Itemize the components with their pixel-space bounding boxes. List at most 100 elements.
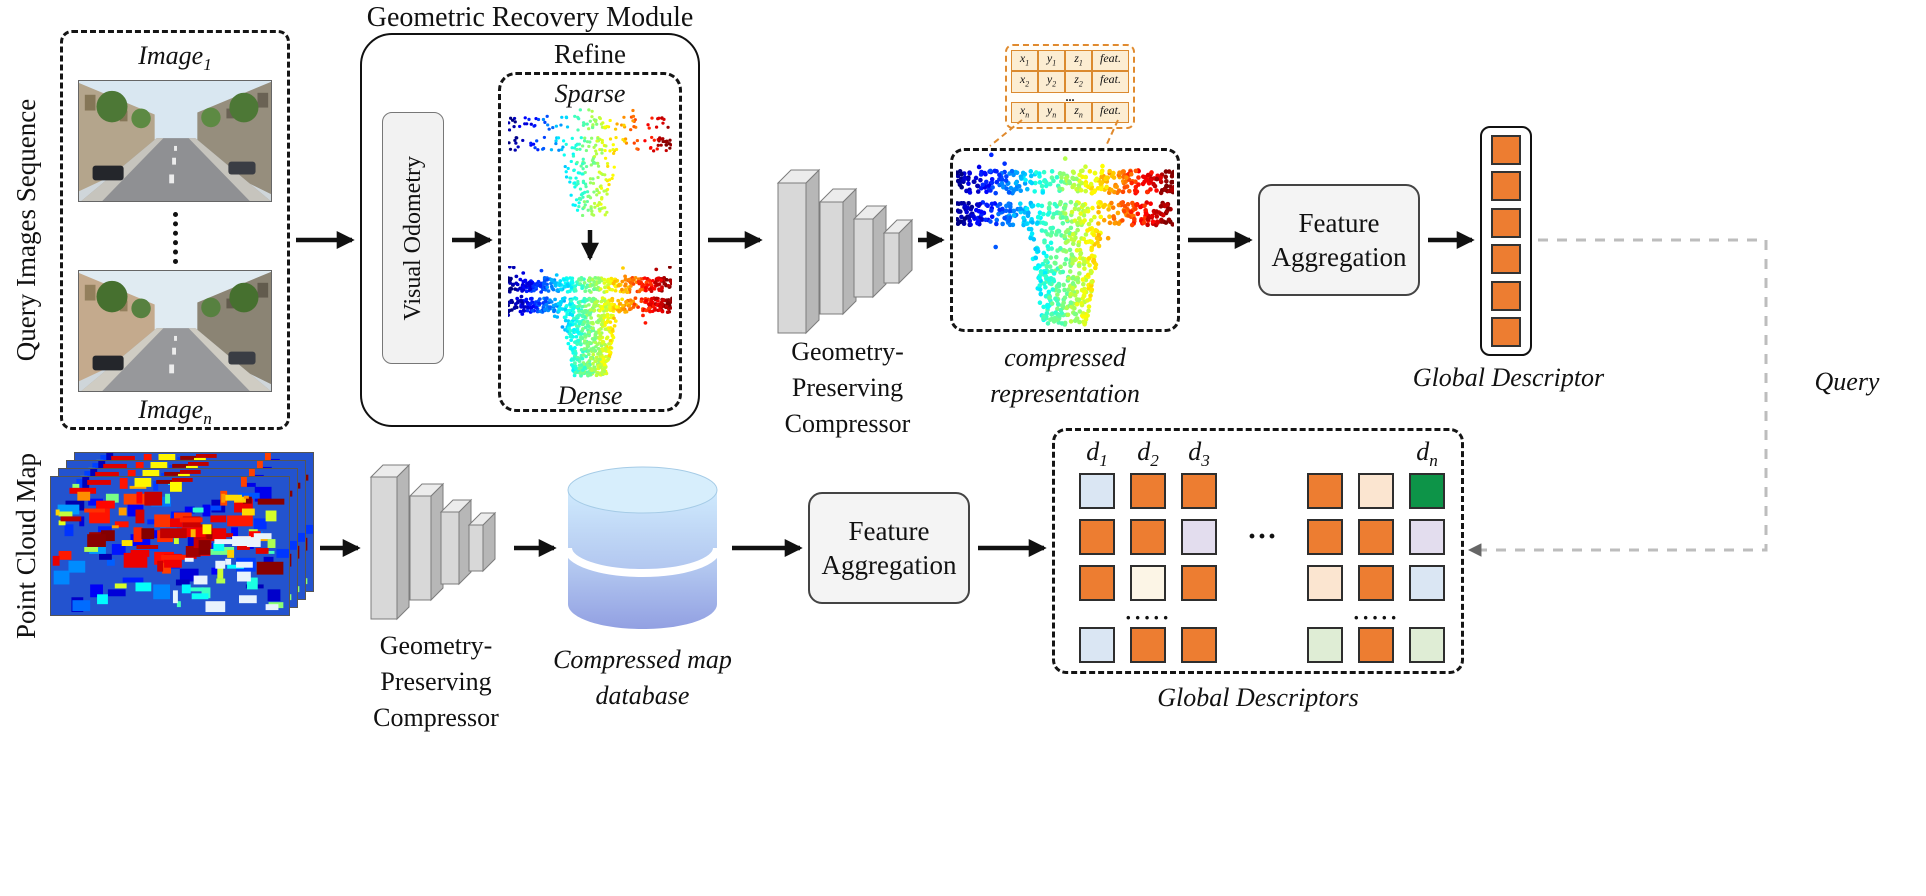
global-descriptor-label: Global Descriptor: [1412, 363, 1605, 392]
database-divider: [564, 547, 721, 578]
visual-odometry-label: Visual Odometry: [399, 155, 426, 321]
descriptor-row: [1079, 565, 1461, 601]
descriptor-header: dn: [1416, 437, 1438, 471]
sparse-point-cloud: [508, 108, 672, 218]
compressed-representation-label: compressed representation: [950, 340, 1180, 412]
descriptor-cell-orange: [1079, 565, 1115, 601]
descriptor-ellipsis-left: ·····: [1124, 605, 1172, 630]
compressor-bottom-label-line: Preserving: [380, 667, 492, 696]
feature-aggregation-top: Feature Aggregation: [1258, 184, 1420, 296]
descriptor-cell-orange: [1079, 519, 1115, 555]
compressor-top-label-line: Geometry-: [791, 337, 904, 366]
coord-table-cell: feat.: [1092, 50, 1129, 72]
query-label: Query: [1814, 367, 1880, 396]
descriptor-cell-orange: [1307, 473, 1343, 509]
descriptor-cell-orange: [1181, 565, 1217, 601]
global-descriptor-cell: [1491, 244, 1521, 275]
label-point-cloud-map: Point Cloud Map: [11, 452, 41, 640]
descriptor-cell-orange: [1181, 627, 1217, 663]
coord-table-cell: zn: [1065, 101, 1092, 124]
descriptor-cell-cream: [1307, 565, 1343, 601]
coord-table-cell: z2: [1065, 71, 1092, 93]
feature-aggregation-top-line: Aggregation: [1271, 242, 1407, 272]
descriptor-cell-lightblue: [1079, 627, 1115, 663]
global-descriptor-cell: [1491, 134, 1521, 165]
coord-table-cell: z1: [1065, 50, 1092, 72]
descriptor-cell-cream: [1358, 473, 1394, 509]
descriptor-cell-palecream: [1130, 565, 1166, 601]
feature-aggregation-top-line: Feature: [1298, 208, 1380, 238]
descriptor-header-spacer: [1307, 437, 1343, 467]
query-image-n-photo: [78, 270, 272, 392]
grm-title: Geometric Recovery Module: [366, 2, 694, 33]
compressed-representation-label-line: representation: [990, 379, 1140, 408]
descriptor-cell-orange: [1358, 627, 1394, 663]
feature-aggregation-bottom: Feature Aggregation: [808, 492, 970, 604]
feature-aggregation-bottom-line: Aggregation: [821, 550, 957, 580]
compressor-top-label-line: Preserving: [791, 373, 904, 402]
coord-table-cell: feat.: [1092, 71, 1129, 93]
compressor-bottom-icon: [369, 463, 497, 621]
descriptor-row: [1079, 627, 1461, 663]
global-descriptor-cell: [1491, 317, 1521, 348]
descriptor-cell-green: [1409, 473, 1445, 509]
descriptor-ellipsis-row: ····· ·····: [1079, 605, 1461, 630]
images-ellipsis-dots: [173, 212, 178, 264]
compressor-top-label: Geometry- Preserving Compressor: [760, 334, 935, 442]
descriptor-cell-lightgreen: [1409, 627, 1445, 663]
compressed-point-cloud: [956, 152, 1174, 327]
database-top: [567, 466, 718, 514]
descriptor-cell-lightpurple: [1409, 519, 1445, 555]
descriptor-header: d1: [1086, 437, 1108, 471]
coord-table-cell: yn: [1038, 101, 1065, 124]
coord-table-cell: y2: [1038, 71, 1065, 93]
descriptor-cell-orange: [1307, 519, 1343, 555]
dense-label: Dense: [557, 381, 623, 410]
global-descriptor-cell: [1491, 171, 1521, 202]
database-label-line: database: [595, 681, 690, 710]
database-body: [568, 490, 717, 629]
coord-table-cell: x2: [1011, 71, 1038, 93]
refine-label: Refine: [554, 39, 626, 69]
database-icon: [564, 466, 721, 629]
street-photo-n: [79, 271, 271, 391]
compressor-bottom-label: Geometry- Preserving Compressor: [351, 628, 521, 736]
dense-point-cloud: [508, 266, 672, 378]
descriptor-ellipsis-right: ·····: [1352, 605, 1400, 630]
compressor-top-icon: [776, 168, 914, 335]
visual-odometry-block: Visual Odometry: [382, 112, 444, 364]
descriptor-cell-lightblue: [1409, 565, 1445, 601]
descriptor-cell-orange: [1130, 519, 1166, 555]
label-image-n: Imagen: [138, 395, 212, 429]
descriptor-row: [1079, 473, 1461, 509]
descriptor-cell-orange: [1358, 565, 1394, 601]
coord-table-cell: x1: [1011, 50, 1038, 72]
descriptor-cell-lightblue: [1079, 473, 1115, 509]
descriptor-cell-orange: [1130, 473, 1166, 509]
descriptor-header: d3: [1188, 437, 1210, 471]
sparse-label: Sparse: [554, 79, 626, 108]
global-descriptor-cell: [1491, 207, 1521, 238]
compressor-top-label-line: Compressor: [784, 409, 911, 438]
global-descriptor-cell: [1491, 280, 1521, 311]
descriptor-header: d2: [1137, 437, 1159, 471]
label-image-1: Image1: [138, 41, 212, 75]
descriptor-cell-orange: [1181, 473, 1217, 509]
query-image-1-photo: [78, 80, 272, 202]
descriptor-header-spacer: [1358, 437, 1394, 467]
database-label-line: Compressed map: [553, 645, 732, 674]
global-descriptor-column: [1480, 126, 1532, 356]
database-label: Compressed map database: [520, 642, 765, 714]
street-photo-1: [79, 81, 271, 201]
coord-table-cell: y1: [1038, 50, 1065, 72]
descriptor-row: ···: [1079, 519, 1461, 555]
coord-table-cell: xn: [1011, 101, 1038, 124]
compressed-representation-label-line: compressed: [1004, 343, 1126, 372]
descriptor-cell-lightpurple: [1181, 519, 1217, 555]
label-query-images-sequence: Query Images Sequence: [11, 98, 41, 362]
